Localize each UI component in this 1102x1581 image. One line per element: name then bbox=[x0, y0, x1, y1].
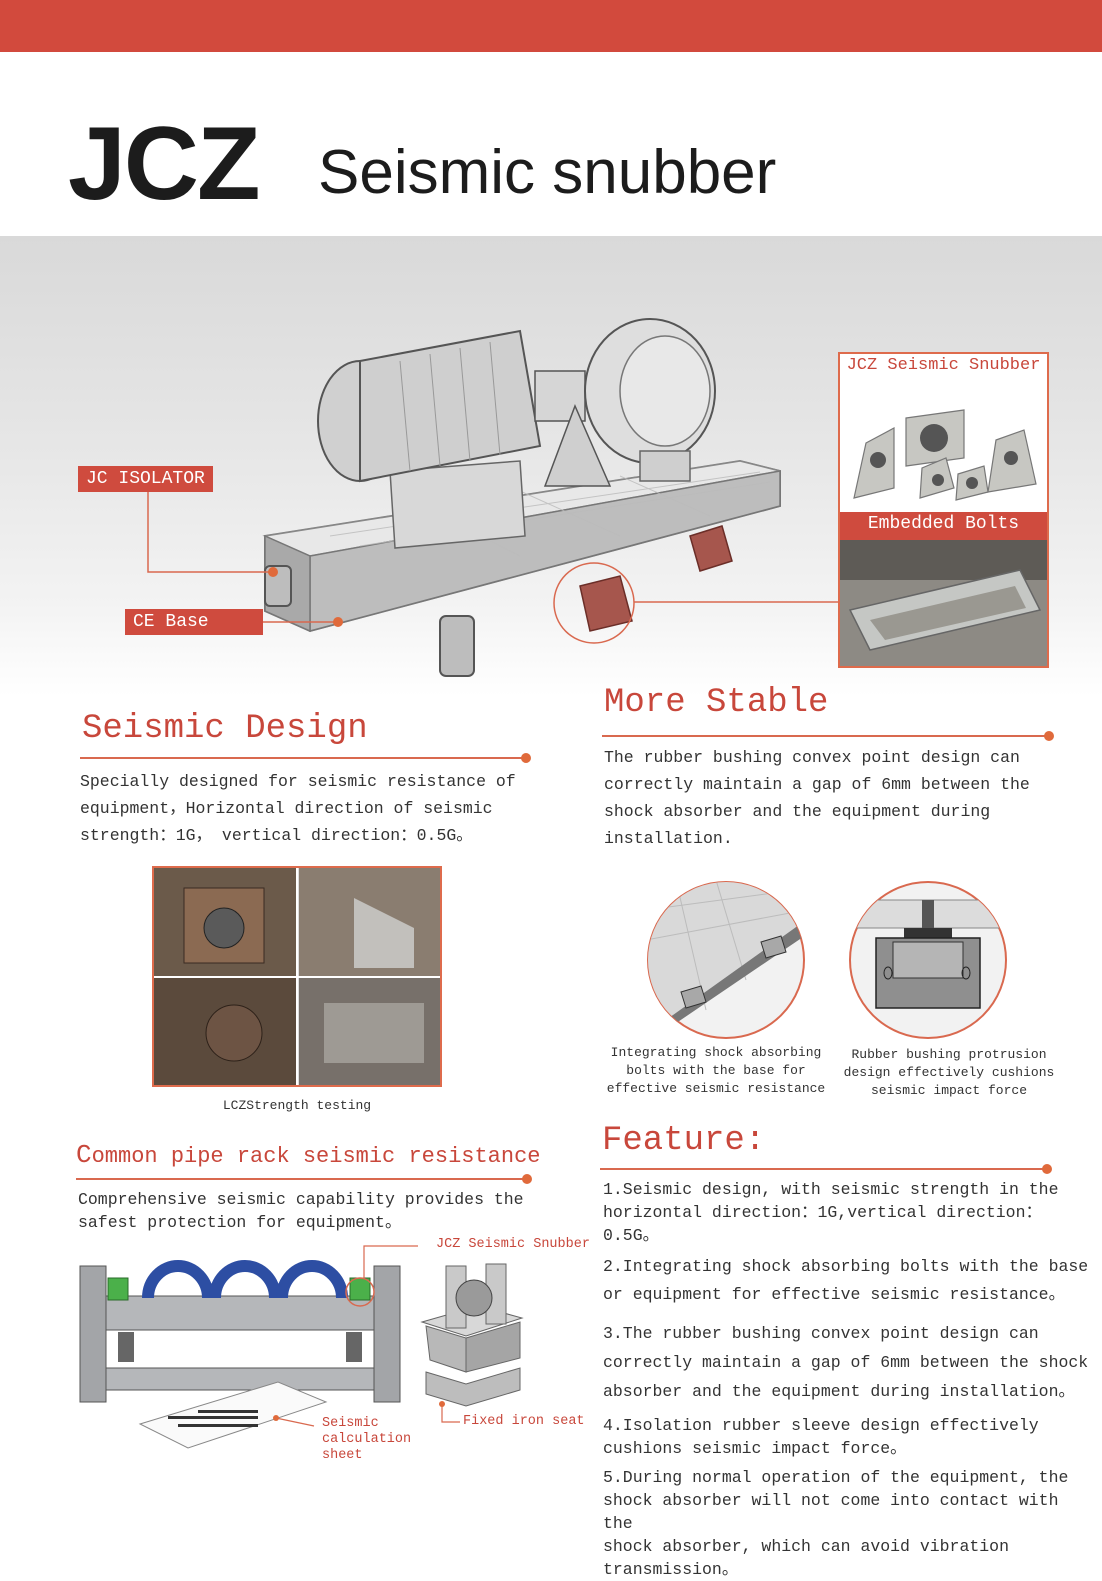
label-jcz-seismic-snubber: JCZ Seismic Snubber bbox=[846, 356, 1041, 375]
bolt-base-detail-illustration bbox=[647, 881, 805, 1039]
brand-name: JCZ bbox=[68, 106, 260, 222]
caption-bolt-base: Integrating shock absorbing bolts with t… bbox=[606, 1045, 826, 1096]
feature-item: 5.During normal operation of the equipme… bbox=[603, 1468, 1069, 1579]
label-jc-isolator: JC ISOLATOR bbox=[78, 466, 213, 492]
feature-item: 1.Seismic design, with seismic strength … bbox=[603, 1180, 1059, 1245]
snubber-parts-image bbox=[853, 409, 1037, 501]
feature-list: 1.Seismic design, with seismic strength … bbox=[603, 1178, 1093, 1581]
snubber-inset-panel: JCZ Seismic Snubber Embedded Bolts bbox=[838, 352, 1049, 668]
divider-dot bbox=[1044, 731, 1054, 741]
heading-more-stable: More Stable bbox=[604, 684, 829, 722]
strength-testing-caption: LCZStrength testing bbox=[222, 1098, 372, 1113]
label-ce-base: CE Base bbox=[125, 609, 263, 635]
divider-dot bbox=[521, 753, 531, 763]
caption-rubber-bushing: Rubber bushing protrusion design effecti… bbox=[843, 1047, 1055, 1098]
divider-pipe-rack bbox=[76, 1178, 526, 1180]
feature-item: 3.The rubber bushing convex point design… bbox=[603, 1324, 1089, 1401]
label-fixed-iron-seat: Fixed iron seat bbox=[463, 1414, 585, 1429]
label-embedded-bolts: Embedded Bolts bbox=[867, 514, 1020, 534]
divider-dot bbox=[1042, 1164, 1052, 1174]
divider-more-stable bbox=[602, 735, 1048, 737]
feature-item: 4.Isolation rubber sleeve design effecti… bbox=[603, 1416, 1039, 1458]
more-stable-text: The rubber bushing convex point design c… bbox=[604, 748, 1030, 848]
machine-on-base-drawing bbox=[147, 318, 840, 677]
feature-item: 2.Integrating shock absorbing bolts with… bbox=[603, 1257, 1089, 1304]
embedded-bolts-photo bbox=[840, 540, 1047, 666]
label-pipe-snubber: JCZ Seismic Snubber bbox=[436, 1237, 590, 1252]
pipe-rack-illustration bbox=[79, 1245, 418, 1449]
divider-feature bbox=[600, 1168, 1046, 1170]
seismic-design-text: Specially designed for seismic resistanc… bbox=[80, 772, 516, 845]
heading-seismic-design: Seismic Design bbox=[82, 710, 368, 748]
strength-testing-photos bbox=[152, 866, 442, 1087]
fixed-iron-seat-image bbox=[420, 1263, 524, 1423]
page-title: Seismic snubber bbox=[318, 138, 777, 207]
heading-pipe-rack: Common pipe rack seismic resistance bbox=[76, 1140, 541, 1170]
label-seismic-calculation-sheet: Seismic calculation sheet bbox=[322, 1416, 412, 1463]
top-accent-bar bbox=[0, 0, 1102, 52]
pipe-rack-text: Comprehensive seismic capability provide… bbox=[78, 1190, 524, 1232]
heading-feature: Feature: bbox=[602, 1122, 766, 1160]
divider-dot bbox=[522, 1174, 532, 1184]
testing-photo-grid bbox=[154, 868, 440, 1085]
divider-seismic-design bbox=[80, 757, 526, 759]
rubber-bushing-detail-illustration bbox=[849, 881, 1007, 1039]
